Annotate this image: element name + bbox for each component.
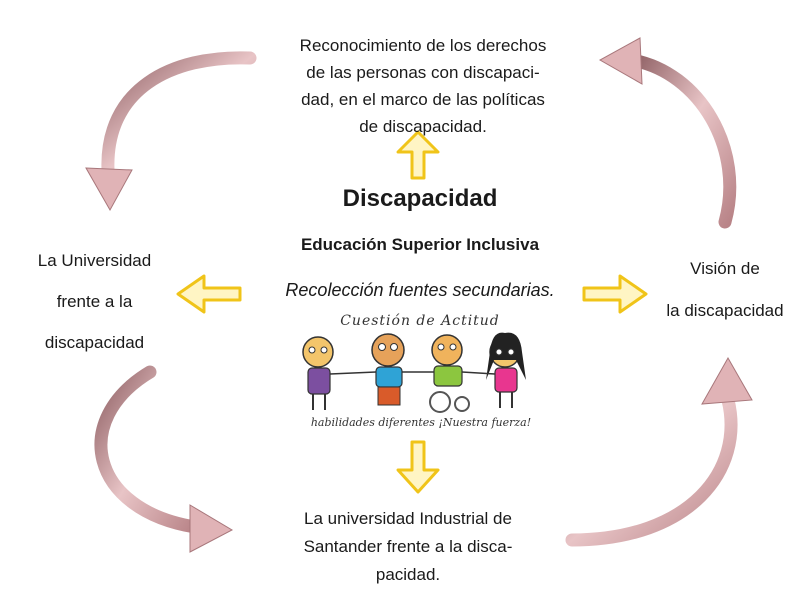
center-method: Recolección fuentes secundarias. xyxy=(285,280,555,300)
node-bottom-text: La universidad Industrial de Santander f… xyxy=(282,505,534,589)
node-top-line: dad, en el marco de las políticas xyxy=(301,90,545,109)
cycle-arrow-bottom-right xyxy=(565,356,753,547)
cycle-arrow-bottom-left xyxy=(94,365,234,553)
cycle-arrow-top-left xyxy=(85,51,257,212)
node-bottom-line: La universidad Industrial de xyxy=(304,509,512,528)
cycle-arrow-top-right xyxy=(598,37,737,229)
node-left-line: frente a la xyxy=(56,292,133,311)
node-bottom-line: Santander frente a la disca- xyxy=(303,537,513,556)
node-left-line: discapacidad xyxy=(44,333,145,352)
node-top-line: de las personas con discapaci- xyxy=(306,63,540,82)
block-arrow-right xyxy=(582,274,648,314)
block-arrow-up xyxy=(396,130,440,180)
kid-figure-1 xyxy=(302,336,334,410)
node-top-line: Reconocimiento de los derechos xyxy=(299,36,547,55)
center-subtitle: Educación Superior Inclusiva xyxy=(300,235,540,254)
node-top-text: Reconocimiento de los derechos de las pe… xyxy=(268,32,578,140)
node-right-line: Visión de xyxy=(690,259,760,278)
center-title: Discapacidad xyxy=(342,185,498,212)
node-right-text: Visión de la discapacidad xyxy=(646,248,804,332)
kid-figure-3 xyxy=(429,334,470,413)
node-bottom-line: pacidad. xyxy=(375,565,441,584)
logo-caption: habilidades diferentes ¡Nuestra fuerza! xyxy=(310,416,532,429)
kid-figure-4 xyxy=(486,332,526,408)
node-right-line: la discapacidad xyxy=(666,301,784,320)
node-top-line: de discapacidad. xyxy=(359,117,487,136)
node-left-text: La Universidad frente a la discapacidad xyxy=(12,240,177,363)
block-arrow-down xyxy=(396,440,440,494)
kid-figure-2 xyxy=(371,333,405,406)
logo-illustration xyxy=(302,332,526,413)
block-arrow-left xyxy=(176,274,242,314)
logo-title: Cuestión de Actitud xyxy=(340,313,500,329)
node-left-line: La Universidad xyxy=(37,251,152,270)
